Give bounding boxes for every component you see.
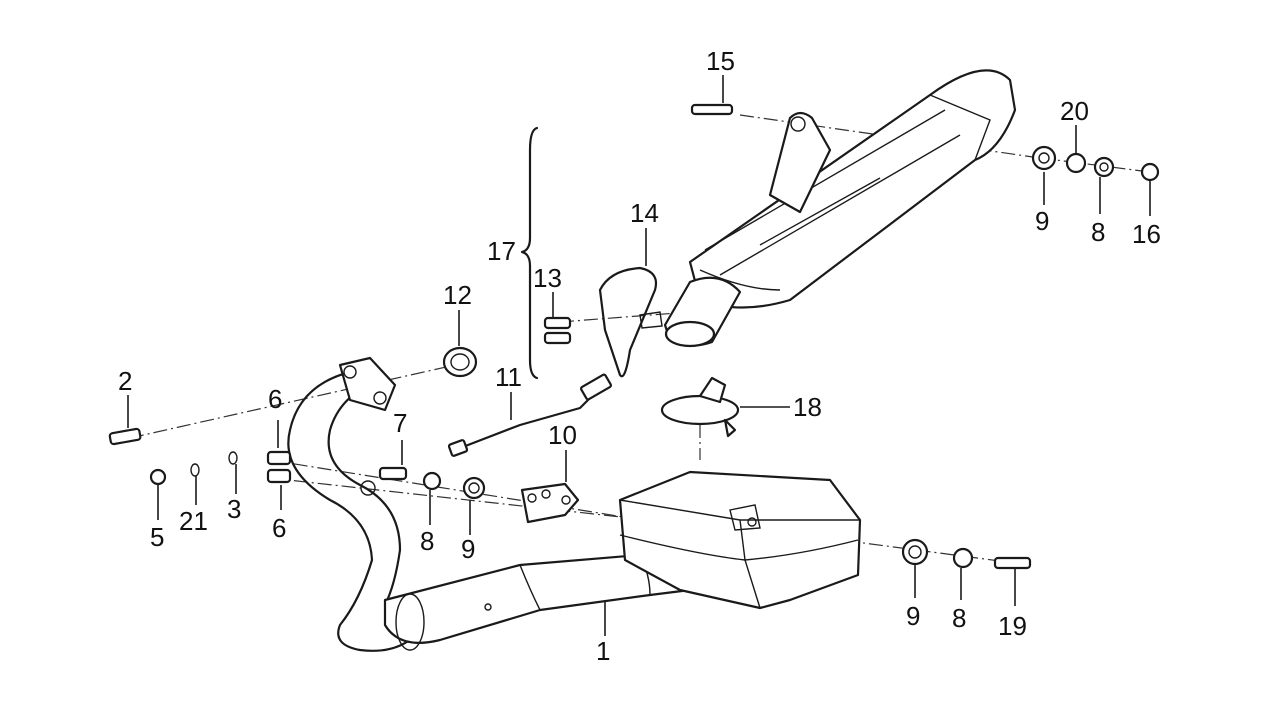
callout-14: 14 [630, 198, 659, 228]
callout-8-bottom-right: 8 [952, 603, 966, 633]
pre-muffler-box [618, 470, 862, 610]
callout-12: 12 [443, 280, 472, 310]
stud-bolt [108, 427, 142, 446]
muffler-bolt [690, 103, 734, 116]
hanger-bracket [543, 266, 663, 378]
callout-9-top-right: 9 [1035, 206, 1049, 236]
lower-rear-hardware [901, 538, 1032, 570]
callout-15: 15 [706, 46, 735, 76]
callout-17: 17 [487, 236, 516, 266]
callout-19: 19 [998, 611, 1027, 641]
callout-labels: 1 2 3 5 6 6 7 8 8 8 9 9 9 10 11 12 13 14… [118, 46, 1161, 666]
leader-lines [127, 75, 1151, 636]
left-hardware [149, 450, 486, 500]
callout-5: 5 [150, 522, 164, 552]
callout-18: 18 [793, 392, 822, 422]
oxygen-sensor [447, 373, 612, 457]
callout-7: 7 [393, 408, 407, 438]
callout-3: 3 [227, 494, 241, 524]
callout-8-left: 8 [420, 526, 434, 556]
callout-10: 10 [548, 420, 577, 450]
callout-1: 1 [596, 636, 610, 666]
callout-9-bottom-right: 9 [906, 601, 920, 631]
gasket [442, 346, 478, 378]
callout-6-lower: 6 [272, 513, 286, 543]
callout-2: 2 [118, 366, 132, 396]
callout-20: 20 [1060, 96, 1089, 126]
callout-9-left: 9 [461, 534, 475, 564]
mount-bracket [520, 482, 580, 524]
muffler [663, 69, 1017, 348]
callout-6-upper: 6 [268, 384, 282, 414]
callout-16: 16 [1132, 219, 1161, 249]
callout-13: 13 [533, 263, 562, 293]
callout-8-top-right: 8 [1091, 217, 1105, 247]
group-brace [520, 126, 539, 380]
callout-21: 21 [179, 506, 208, 536]
callout-11: 11 [495, 362, 522, 392]
rear-hardware [1031, 145, 1160, 182]
pipe-clamp [660, 376, 740, 438]
